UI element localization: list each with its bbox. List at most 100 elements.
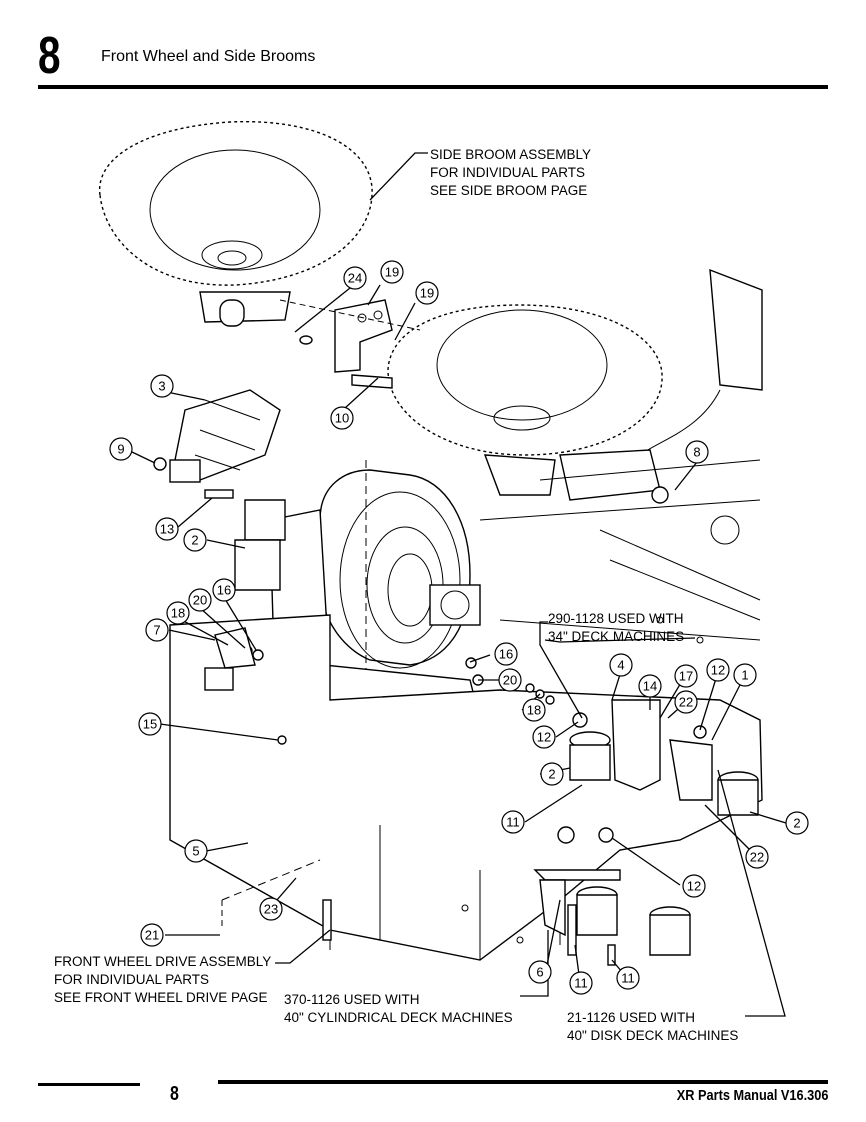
part-bubble-circle [685, 440, 709, 464]
part-bubble: 19 [415, 281, 439, 305]
part-bubble-circle [745, 845, 769, 869]
part-bubble-number: 18 [171, 606, 185, 621]
part-bubble-number: 5 [192, 844, 199, 859]
part-bubble: 20 [498, 668, 522, 692]
part-bubble-number: 8 [693, 445, 700, 460]
part-bubble: 1 [733, 663, 757, 687]
part-bubble-circle [145, 618, 169, 642]
part-bubble-number: 20 [193, 593, 207, 608]
part-bubble-number: 23 [264, 902, 278, 917]
part-bubble-circle [150, 374, 174, 398]
callout-line: FOR INDIVIDUAL PARTS [54, 972, 209, 987]
part-bubble: 23 [259, 897, 283, 921]
part-bubble-circle [188, 588, 212, 612]
part-bubble: 21 [140, 923, 164, 947]
part-bubble-circle [183, 528, 207, 552]
part-bubble: 20 [188, 588, 212, 612]
part-bubble-number: 12 [711, 663, 725, 678]
part-bubble: 11 [616, 966, 640, 990]
part-bubble-number: 16 [499, 647, 513, 662]
callout-line: FOR INDIVIDUAL PARTS [430, 165, 585, 180]
part-bubble-circle [343, 266, 367, 290]
part-bubble-number: 3 [158, 379, 165, 394]
part-bubble-number: 11 [621, 971, 635, 986]
part-bubble-number: 20 [503, 673, 517, 688]
footer-page-number: 8 [170, 1083, 179, 1105]
part-bubble: 2 [785, 811, 809, 835]
section-number: 8 [38, 27, 61, 85]
callout-line: 40" CYLINDRICAL DECK MACHINES [284, 1010, 513, 1025]
part-bubble-circle [259, 897, 283, 921]
part-bubble: 18 [522, 698, 546, 722]
callout-line: SEE SIDE BROOM PAGE [430, 183, 587, 198]
part-bubble-number: 11 [574, 976, 588, 991]
part-bubble-circle [532, 725, 556, 749]
part-bubble: 22 [745, 845, 769, 869]
part-bubble: 7 [145, 618, 169, 642]
part-bubble: 24 [343, 266, 367, 290]
part-bubble: 16 [494, 642, 518, 666]
part-bubble-number: 24 [348, 271, 362, 286]
part-bubble: 9 [109, 437, 133, 461]
part-bubble-circle [785, 811, 809, 835]
frame-arm-right [559, 268, 763, 501]
broom-bracket [279, 299, 421, 389]
part-bubble-circle [330, 406, 354, 430]
part-bubble-circle [140, 923, 164, 947]
part-bubble: 10 [330, 406, 354, 430]
part-bubble-circle [733, 663, 757, 687]
side-broom-left [98, 120, 373, 327]
part-bubble-number: 10 [335, 411, 349, 426]
part-bubble-number: 15 [143, 717, 157, 732]
part-bubble: 2 [183, 528, 207, 552]
footer-rule-left [38, 1083, 140, 1086]
part-bubble: 8 [685, 440, 709, 464]
part-bubble-number: 22 [679, 695, 693, 710]
front-wheel [319, 460, 481, 700]
callout-line: 21-1126 USED WITH [567, 1010, 695, 1025]
part-bubble-number: 4 [617, 658, 624, 673]
part-bubble-circle [494, 642, 518, 666]
part-bubble-number: 6 [536, 965, 543, 980]
part-bubble-circle [609, 653, 633, 677]
part-bubble: 13 [155, 517, 179, 541]
part-bubble-number: 14 [643, 679, 657, 694]
part-bubble-number: 16 [217, 583, 231, 598]
part-bubble: 11 [501, 810, 525, 834]
part-bubble-number: 7 [153, 623, 160, 638]
part-bubble-number: 2 [191, 533, 198, 548]
part-bubble-number: 9 [117, 442, 124, 457]
part-bubble: 2 [540, 762, 564, 786]
motor-part-3 [153, 389, 281, 483]
part-bubble: 12 [682, 874, 706, 898]
part-bubble-number: 22 [750, 850, 764, 865]
part-bubble: 5 [184, 839, 208, 863]
part-bubble-number: 1 [741, 668, 748, 683]
part-bubble-circle [674, 690, 698, 714]
part-bubble-circle [138, 712, 162, 736]
callout-front-wheel: FRONT WHEEL DRIVE ASSEMBLY FOR INDIVIDUA… [54, 954, 271, 1005]
part-bubble: 17 [674, 664, 698, 688]
callout-line: 40" DISK DECK MACHINES [567, 1028, 738, 1043]
part-bubble: 3 [150, 374, 174, 398]
part-bubble: 14 [638, 674, 662, 698]
part-bubble-number: 19 [385, 265, 399, 280]
part-bubble-number: 17 [679, 669, 693, 684]
part-bubble: 12 [706, 658, 730, 682]
part-bubble-number: 2 [793, 816, 800, 831]
part-bubble: 12 [532, 725, 556, 749]
part-bubble-number: 13 [160, 522, 174, 537]
part-bubble-circle [682, 874, 706, 898]
part-bubble-circle [184, 839, 208, 863]
callout-deck34: 290-1128 USED WITH 34" DECK MACHINES [548, 611, 684, 644]
callout-disk40: 21-1126 USED WITH 40" DISK DECK MACHINES [567, 1010, 738, 1043]
bumpers [234, 499, 759, 956]
part-bubble-circle [528, 960, 552, 984]
part-bubble-circle [212, 578, 236, 602]
part-bubble-number: 19 [420, 286, 434, 301]
part-bubble-circle [706, 658, 730, 682]
part-bubble-number: 21 [145, 928, 159, 943]
page-title: Front Wheel and Side Brooms [101, 48, 316, 65]
part-bubble-number: 2 [548, 767, 555, 782]
